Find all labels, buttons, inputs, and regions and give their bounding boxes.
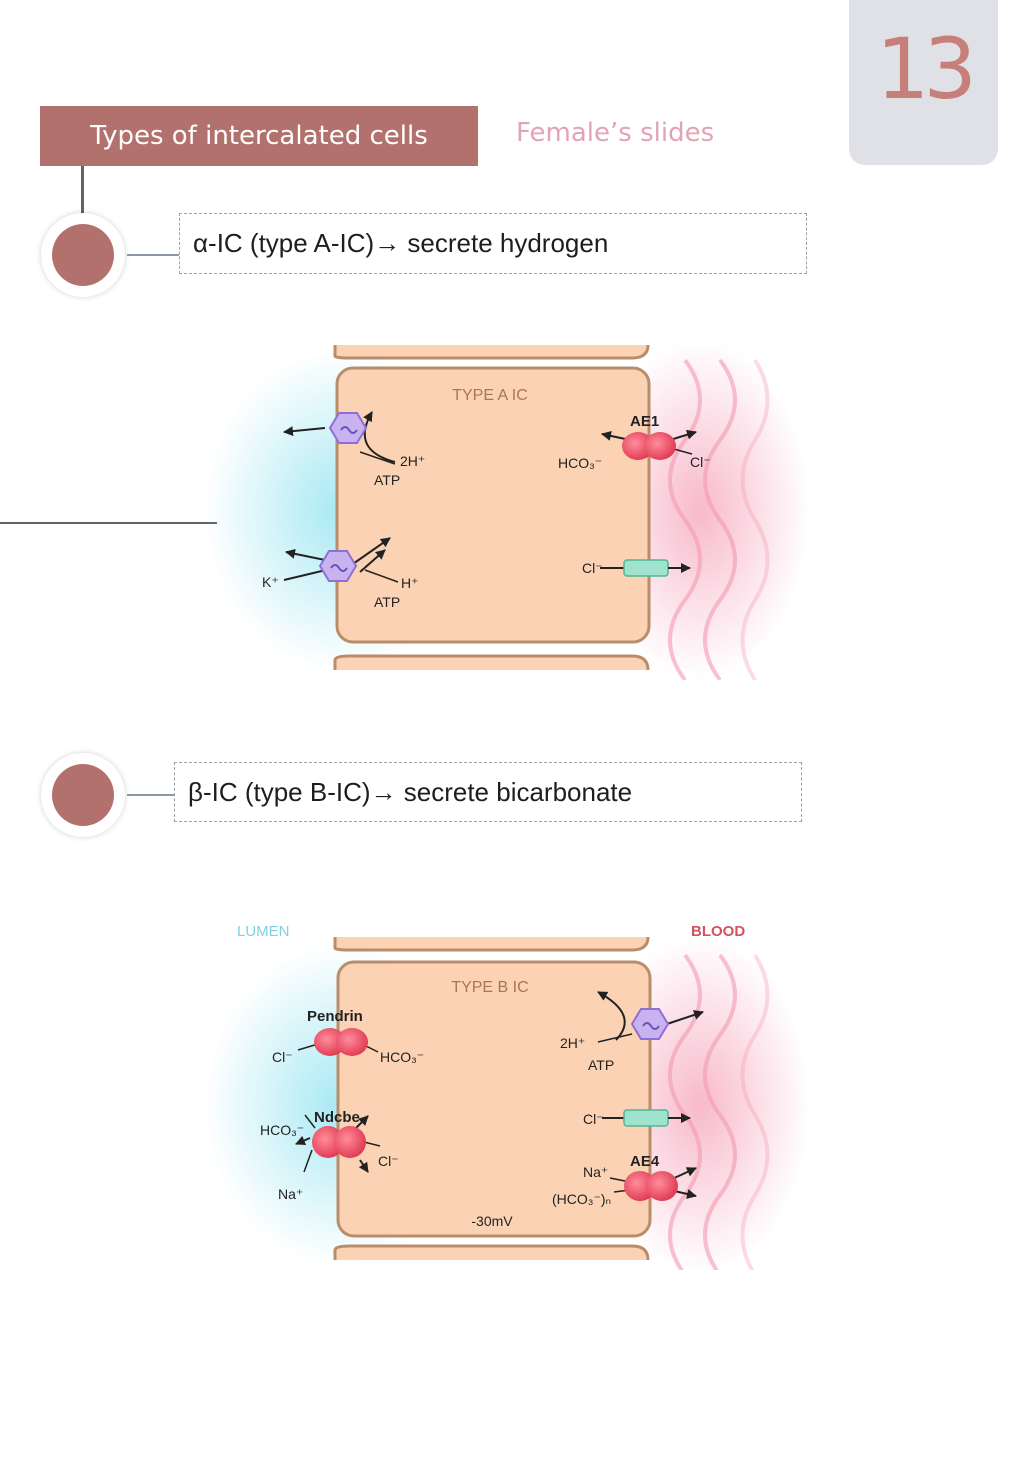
h-atpase-pump	[283, 411, 396, 465]
ae4-exchanger	[609, 1167, 697, 1201]
page-number: 13	[876, 19, 977, 118]
label-atp-2: ATP	[374, 594, 400, 610]
type-a-cell	[335, 366, 651, 644]
female-slides-label: Female’s slides	[516, 118, 715, 148]
h-atpase-pump	[597, 991, 704, 1043]
adjacent-cell-top	[333, 344, 650, 360]
type-a-ic-diagram: TYPE A IC 2H⁺ ATP K⁺ H⁺ ATP AE1 HCO₃⁻ Cl…	[205, 340, 810, 680]
label-na-ae4: Na⁺	[583, 1164, 608, 1180]
adjacent-cell-top	[333, 936, 650, 952]
h-k-atpase-pump	[283, 537, 399, 583]
label-hco3n: (HCO₃⁻)ₙ	[552, 1191, 611, 1207]
label-atp-1: ATP	[374, 472, 400, 488]
type-a-label-box: α-IC (type A-IC)→ secrete hydrogen	[179, 213, 807, 274]
type-b-title: TYPE B IC	[451, 979, 528, 996]
type-b-cell	[336, 960, 652, 1238]
bullet-marker-b	[41, 753, 125, 837]
cl-channel	[600, 559, 691, 577]
type-b-label-box: β-IC (type B-IC)→ secrete bicarbonate	[174, 762, 802, 822]
label-pendrin: Pendrin	[307, 1008, 363, 1025]
blood-label: BLOOD	[691, 923, 745, 940]
label-na-ndcbe: Na⁺	[278, 1186, 303, 1202]
bullet-dot	[52, 224, 114, 286]
ndcbe-exchanger	[295, 1114, 381, 1173]
label-hco3-ndcbe: HCO₃⁻	[260, 1122, 304, 1138]
bullet-marker-a	[41, 213, 125, 297]
label-hco3-pendrin: HCO₃⁻	[380, 1049, 424, 1065]
bullet-connector	[127, 254, 179, 256]
label-voltage: -30mV	[471, 1213, 513, 1229]
divider-line	[0, 522, 217, 524]
adjacent-cell-bottom	[333, 1244, 650, 1261]
label-cl-ae1: Cl⁻	[690, 454, 711, 470]
ae1-exchanger	[601, 429, 697, 460]
label-ndcbe: Ndcbe	[314, 1109, 360, 1126]
section-header: Types of intercalated cells	[40, 106, 478, 166]
type-a-title: TYPE A IC	[452, 387, 528, 404]
label-cl-pendrin: Cl⁻	[272, 1049, 293, 1065]
section-title: Types of intercalated cells	[90, 121, 428, 151]
lumen-label: LUMEN	[237, 923, 290, 940]
type-b-label: β-IC (type B-IC)→ secrete bicarbonate	[188, 776, 633, 807]
blood-vessel-waves	[668, 358, 770, 680]
adjacent-cell-bottom	[333, 654, 650, 671]
label-h: H⁺	[401, 575, 419, 591]
timeline-connector	[81, 166, 84, 214]
label-2h: 2H⁺	[400, 453, 425, 469]
label-ae4: AE4	[630, 1153, 660, 1170]
label-cl-channel: Cl⁻	[582, 560, 603, 576]
pendrin-exchanger	[297, 1028, 379, 1056]
cl-channel	[602, 1109, 691, 1127]
label-hco3: HCO₃⁻	[558, 455, 602, 471]
type-a-label: α-IC (type A-IC)→ secrete hydrogen	[193, 228, 609, 258]
label-cl-ndcbe: Cl⁻	[378, 1153, 399, 1169]
label-2h-b: 2H⁺	[560, 1035, 585, 1051]
label-ae1: AE1	[630, 413, 659, 430]
page-number-tab: 13	[849, 0, 998, 165]
bullet-connector	[127, 794, 174, 796]
type-b-ic-diagram: LUMEN BLOOD TYPE B IC Pendrin Cl⁻ HCO₃⁻ …	[205, 923, 810, 1270]
label-cl-channel-b: Cl⁻	[583, 1111, 604, 1127]
label-k: K⁺	[262, 574, 279, 590]
bullet-dot	[52, 764, 114, 826]
label-atp-b: ATP	[588, 1057, 614, 1073]
